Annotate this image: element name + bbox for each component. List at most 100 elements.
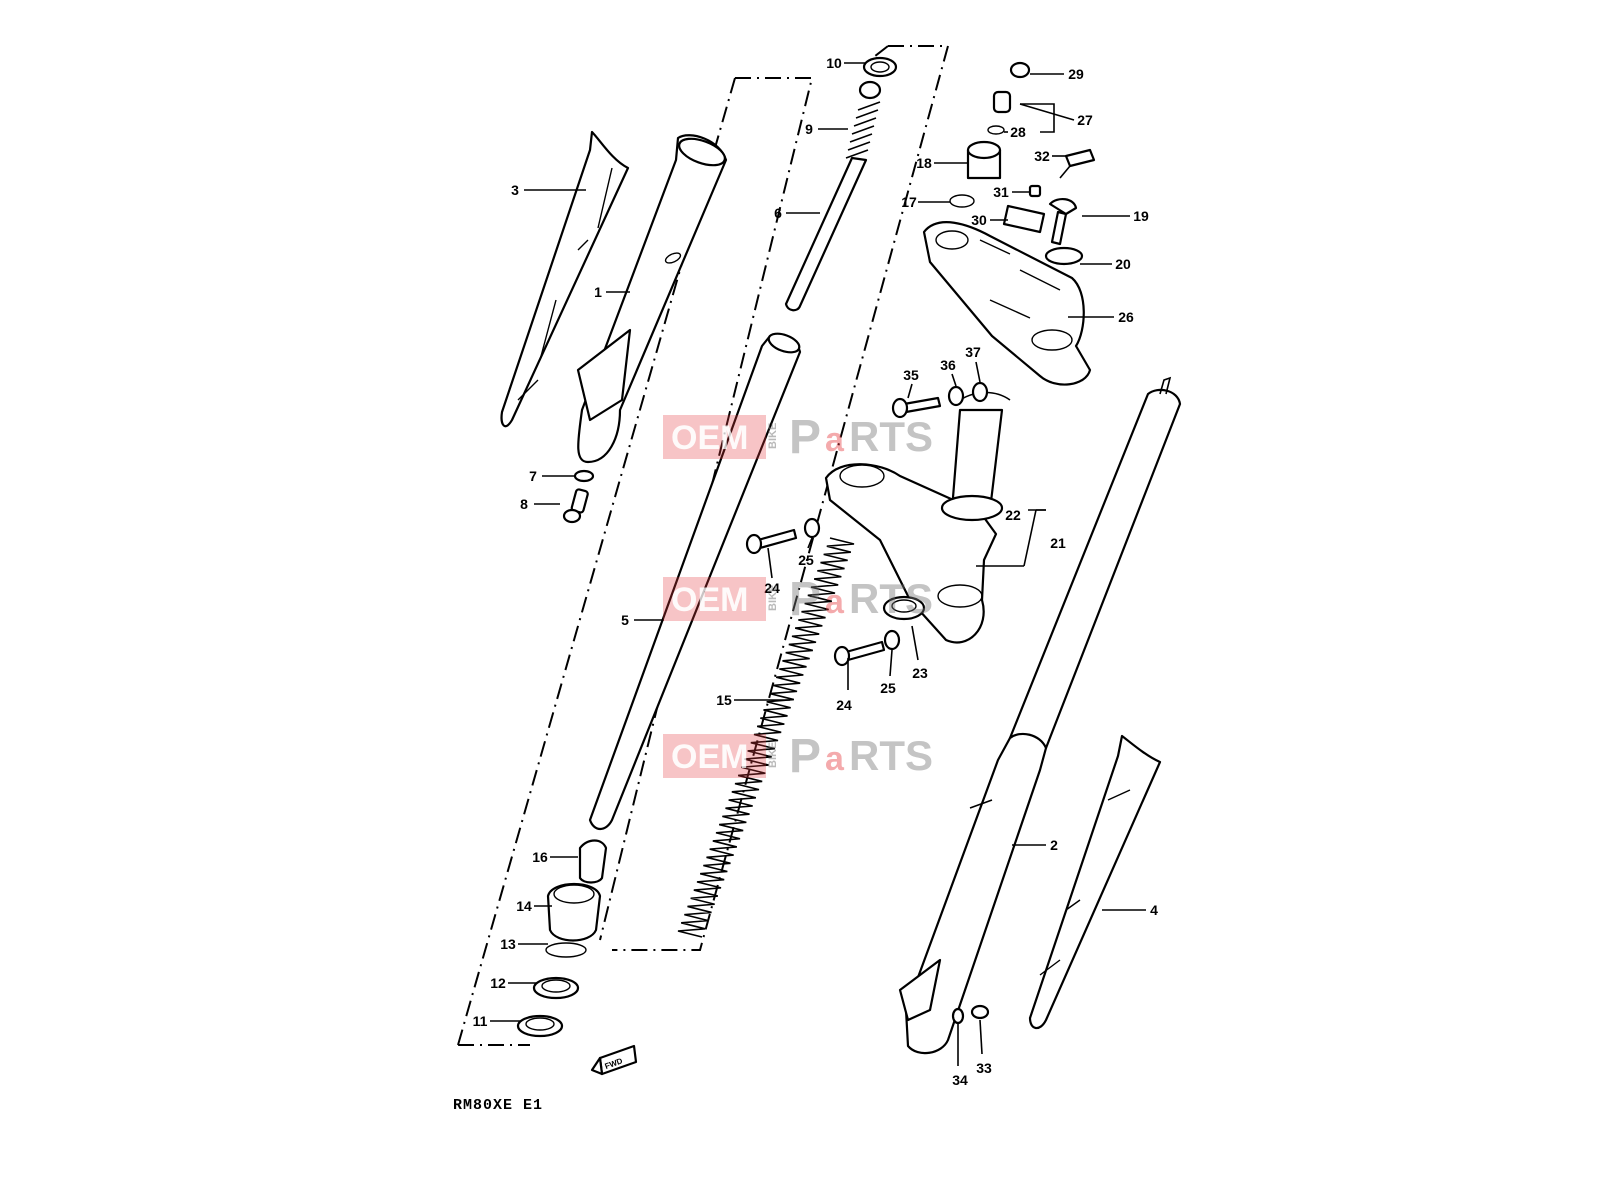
callout: 25 xyxy=(880,649,896,696)
callout: 10 xyxy=(826,55,866,71)
part-11-dust-seal xyxy=(516,1014,564,1038)
callout: 9 xyxy=(805,121,848,137)
part-37-nut xyxy=(971,381,989,403)
callout: 7 xyxy=(529,468,576,484)
part-10-ring xyxy=(862,56,898,78)
watermark-text: OEM xyxy=(671,581,748,619)
part-29-cap xyxy=(1009,61,1031,79)
callout: 29 xyxy=(1030,66,1084,82)
callout: 23 xyxy=(911,625,928,681)
callout: 16 xyxy=(532,849,578,865)
callout: 26 xyxy=(1068,309,1134,325)
callout-number: 13 xyxy=(500,936,516,952)
callout: 33 xyxy=(976,1019,992,1076)
part-25-washer-lower xyxy=(883,629,901,651)
watermark-text: RTS xyxy=(849,413,933,460)
callout-bracket-27 xyxy=(1020,103,1055,133)
callout-number: 11 xyxy=(473,1013,488,1029)
callout-number: 19 xyxy=(1133,208,1149,224)
callout: 21 xyxy=(1023,509,1066,567)
watermark-badge xyxy=(663,734,766,778)
callout-number: 31 xyxy=(993,184,1009,200)
callout-number: 7 xyxy=(529,468,537,484)
part-5-inner-tube xyxy=(588,332,802,831)
callout-bracket-21 xyxy=(976,509,1046,567)
callout-number: 12 xyxy=(490,975,506,991)
callout-leader-line xyxy=(1023,509,1037,567)
part-8-bolt xyxy=(562,488,589,524)
callout-number: 3 xyxy=(511,182,519,198)
callout-number: 8 xyxy=(520,496,528,512)
callout: 13 xyxy=(500,936,548,952)
part-13-circlip xyxy=(545,942,587,958)
callout-number: 37 xyxy=(965,344,981,360)
callout-leader-line xyxy=(979,1019,983,1055)
part-19-bolt xyxy=(1048,198,1078,246)
callout-leader-line xyxy=(975,361,981,383)
watermark-badge xyxy=(663,577,766,621)
callout-leader-line xyxy=(951,373,957,387)
exploded-frame-center xyxy=(612,45,950,951)
part-15-fork-spring xyxy=(677,537,855,938)
callout: 12 xyxy=(490,975,536,991)
callout: 14 xyxy=(516,898,552,914)
callout-number: 23 xyxy=(912,665,928,681)
callout-number: 28 xyxy=(1010,124,1026,140)
watermark-text: OEM xyxy=(671,419,748,457)
callout: 24 xyxy=(764,547,780,596)
callout: 19 xyxy=(1082,208,1149,224)
exploded-frame-left xyxy=(457,77,814,1046)
callout-leader-line xyxy=(907,383,913,399)
callout-layer: 1234567891011121314151617181920212223242… xyxy=(473,55,1159,1088)
callout: 5 xyxy=(621,612,664,628)
watermark-text: BIKE xyxy=(767,585,779,611)
callout: 24 xyxy=(836,658,852,713)
watermark-text: P xyxy=(789,411,821,464)
part-3-fork-cover-left xyxy=(500,130,630,428)
callout-number: 4 xyxy=(1150,902,1158,918)
watermark-text: a xyxy=(825,740,845,778)
callout-number: 29 xyxy=(1068,66,1084,82)
callout-number: 22 xyxy=(1005,507,1021,523)
callout: 32 xyxy=(1034,148,1066,164)
part-28-o-ring xyxy=(987,125,1005,135)
callout: 17 xyxy=(901,194,950,210)
watermark-text: P xyxy=(789,730,821,783)
callout-number: 25 xyxy=(798,552,814,568)
part-34-washer xyxy=(951,1007,965,1025)
part-26-upper-bracket xyxy=(922,221,1092,386)
callout-number: 30 xyxy=(971,212,987,228)
part-24-bolt-lower xyxy=(833,640,886,667)
part-24-bolt-upper xyxy=(745,528,798,555)
callout-number: 6 xyxy=(774,205,782,221)
callout-number: 5 xyxy=(621,612,629,628)
watermark-text: a xyxy=(825,583,845,621)
part-20-washer xyxy=(1044,246,1084,266)
part-1-outer-tube-left xyxy=(576,134,728,464)
callout-number: 24 xyxy=(764,580,780,596)
callout: 20 xyxy=(1080,256,1131,272)
part-22-dust-seal xyxy=(940,494,1004,522)
callout: 1 xyxy=(594,284,630,300)
callout-number: 25 xyxy=(880,680,896,696)
callout: 36 xyxy=(940,357,957,387)
callout-number: 15 xyxy=(716,692,732,708)
callout-number: 33 xyxy=(976,1060,992,1076)
watermark-text: OEM xyxy=(671,738,748,776)
callout-number: 35 xyxy=(903,367,919,383)
callout-number: 32 xyxy=(1034,148,1050,164)
watermark-text: RTS xyxy=(849,575,933,622)
part-30-clamp xyxy=(1002,204,1046,234)
callout-leader-line xyxy=(1019,103,1075,121)
callout-number: 36 xyxy=(940,357,956,373)
callout: 31 xyxy=(993,184,1030,200)
callout: 27 xyxy=(1019,103,1093,128)
callout-number: 26 xyxy=(1118,309,1134,325)
callout-leader-line xyxy=(807,537,813,549)
callout: 28 xyxy=(1004,124,1026,140)
callout: 11 xyxy=(473,1013,520,1029)
watermark-badge xyxy=(663,415,766,459)
